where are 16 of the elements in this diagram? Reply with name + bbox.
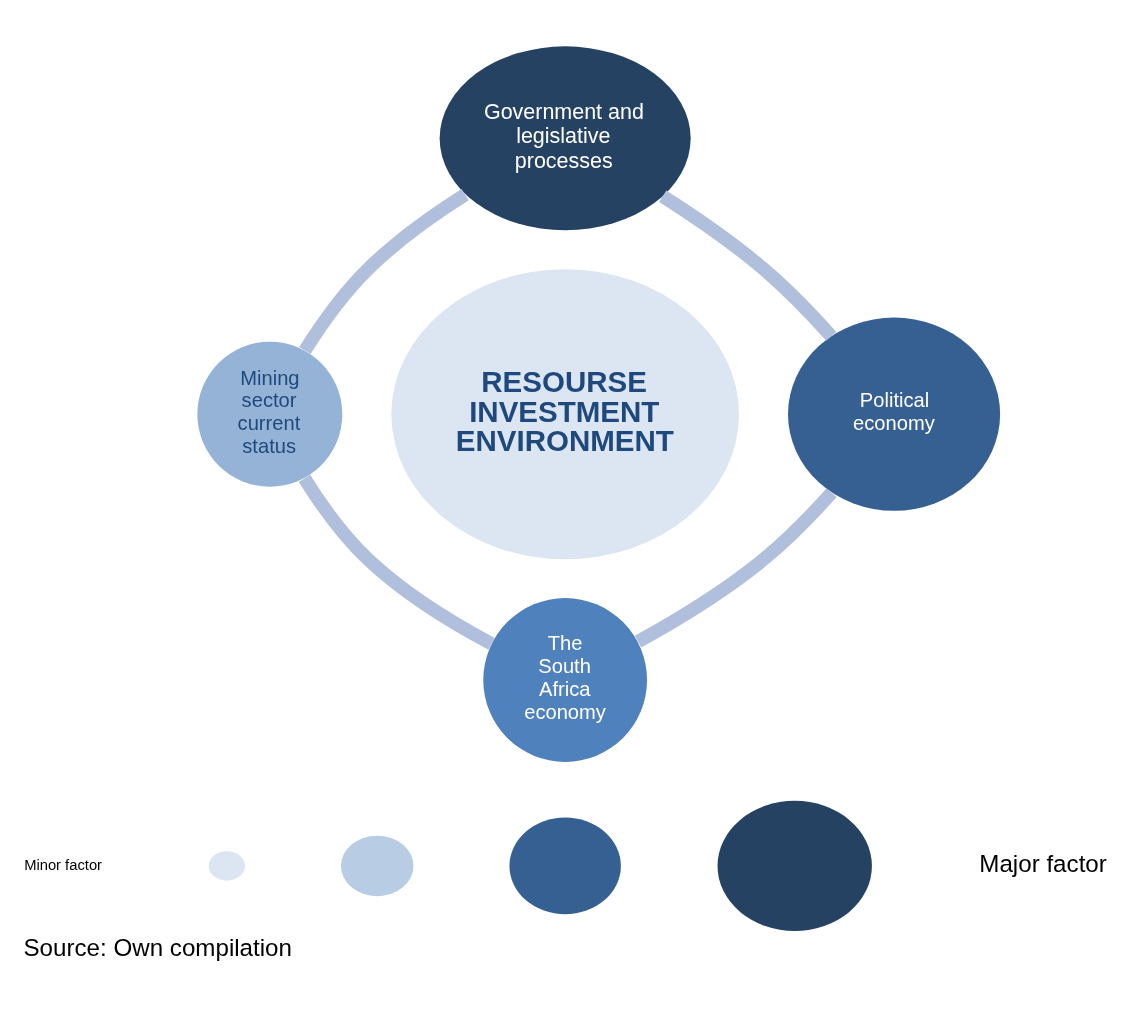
node-ellipse: Government and legislative processes bbox=[439, 46, 691, 231]
connector bbox=[659, 190, 837, 341]
node-circle bbox=[717, 800, 872, 932]
connector bbox=[634, 488, 837, 648]
label: Major factor bbox=[979, 849, 1107, 877]
node-circle: Political economy bbox=[788, 317, 1001, 511]
caption: Source: Own compilation bbox=[23, 933, 292, 961]
node-circle bbox=[509, 817, 621, 915]
node-ellipse: RESOURSE INVESTMENT ENVIRONMENT bbox=[391, 269, 739, 560]
node-circle bbox=[208, 851, 245, 881]
node-circle bbox=[341, 835, 414, 897]
connector bbox=[299, 188, 469, 355]
label: Minor factor bbox=[24, 856, 103, 873]
node-circle: The South Africa economy bbox=[483, 598, 648, 762]
connector bbox=[298, 474, 495, 650]
node-circle: Mining sector current status bbox=[197, 341, 343, 487]
